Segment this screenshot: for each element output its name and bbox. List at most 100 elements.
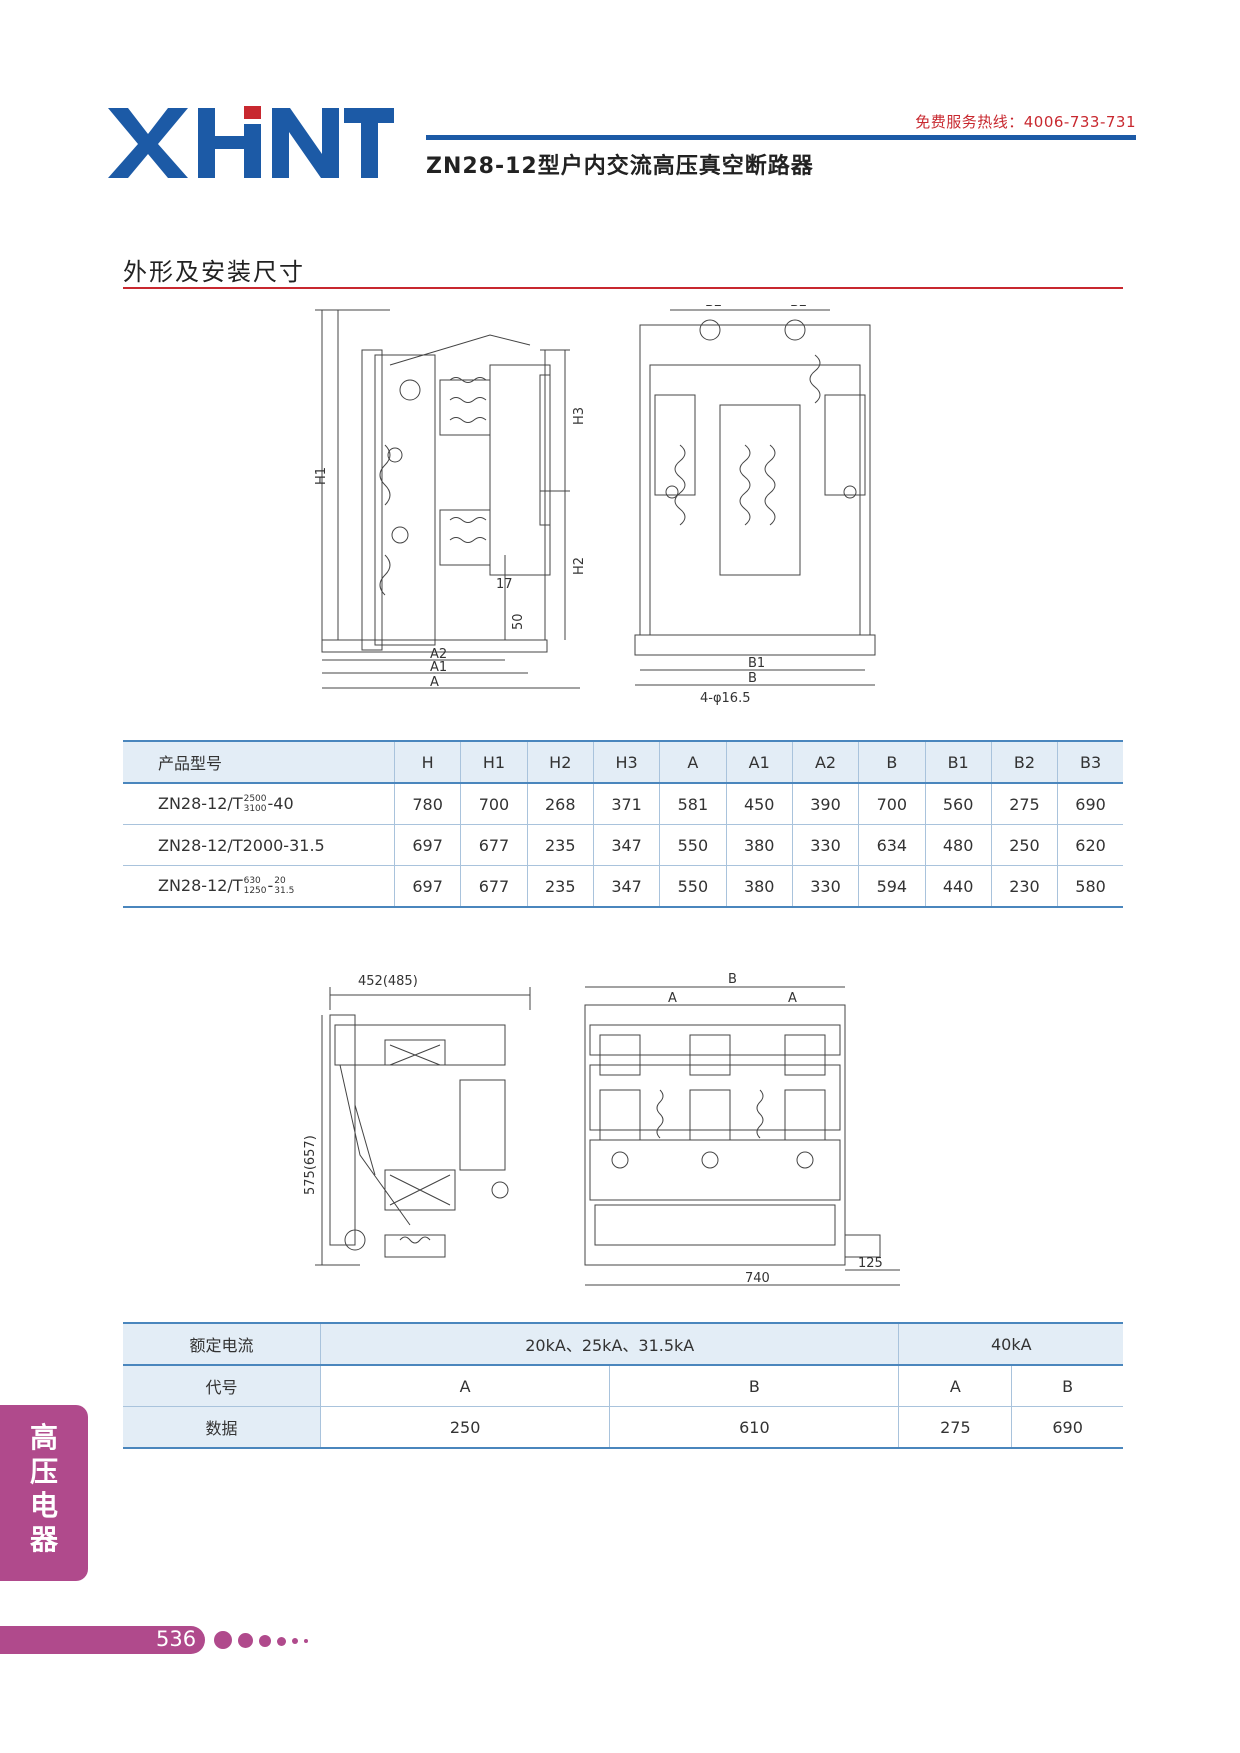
value-cell: 594	[858, 865, 925, 908]
table-row: 数据 250 610 275 690	[123, 1406, 1123, 1449]
value-cell: 677	[460, 865, 528, 908]
decorative-dot	[259, 1635, 271, 1647]
value-cell: 275	[990, 783, 1058, 825]
dim-label-height: 575(657)	[303, 1135, 318, 1195]
table-header-cell: H2	[526, 740, 594, 784]
dim-label-hole: 4-φ16.5	[700, 691, 750, 706]
value-cell: 450	[725, 783, 793, 825]
side-tab-char: 压	[29, 1455, 58, 1488]
service-hotline: 免费服务热线：4006-733-731	[915, 113, 1136, 131]
value-cell: 330	[791, 865, 859, 908]
value-cell: 380	[725, 824, 793, 866]
value-cell: 550	[659, 865, 727, 908]
value-cell: 440	[924, 865, 992, 908]
value-cell: 380	[725, 865, 793, 908]
dim-label-a2: A2	[430, 647, 447, 662]
table-row: 额定电流 20kA、25kA、31.5kA 40kA	[123, 1322, 1123, 1366]
value-cell: B	[609, 1365, 899, 1407]
value-cell: 250	[319, 1406, 610, 1449]
value-cell: 581	[659, 783, 727, 825]
decorative-dot	[238, 1633, 253, 1648]
value-cell: B	[1011, 1365, 1123, 1407]
value-cell: 690	[1057, 783, 1123, 825]
value-cell: 250	[990, 824, 1058, 866]
table-header-row: 产品型号 H H1 H2 H3 A A1 A2 B B1 B2 B3	[123, 740, 1123, 784]
dim-label-h3: H3	[572, 407, 587, 425]
table-row: 代号 A B A B	[123, 1365, 1123, 1407]
category-side-tab: 高 压 电 器	[0, 1405, 88, 1581]
value-cell: 550	[659, 824, 727, 866]
dim-label-b: B	[748, 671, 757, 686]
dim-label-a-right: A	[788, 991, 797, 1006]
table-header-cell: A	[659, 740, 727, 784]
value-cell: 697	[393, 824, 461, 866]
value-cell: 390	[791, 783, 859, 825]
row-label: 数据	[123, 1406, 321, 1449]
row-label: 额定电流	[123, 1322, 321, 1366]
dim-label-a-left: A	[668, 991, 677, 1006]
footer-bar	[0, 1626, 205, 1654]
value-cell: 480	[924, 824, 992, 866]
value-cell: 235	[526, 865, 594, 908]
value-cell: 634	[858, 824, 925, 866]
breaker-dimension-drawing-1: H H1 H3 H2 50 17 A2 A1 A B3 B2 B2 B1 B 4…	[300, 305, 940, 715]
dim-label-b2-right: B2	[790, 305, 807, 310]
table-header-cell: B1	[924, 740, 992, 784]
decorative-dot	[304, 1639, 308, 1643]
dim-label-h2: H2	[572, 557, 587, 575]
dim-label-50: 50	[511, 613, 526, 630]
table-header-cell: H3	[592, 740, 660, 784]
table-header-cell: 产品型号	[123, 740, 395, 784]
table-header-cell: H1	[460, 740, 528, 784]
table-header-cell: B	[858, 740, 925, 784]
xhnt-logo	[108, 106, 394, 178]
value-cell: 347	[592, 865, 660, 908]
dim-label-125: 125	[858, 1256, 883, 1271]
value-cell: 235	[526, 824, 594, 866]
group-header: 40kA	[898, 1322, 1123, 1366]
model-cell: ZN28-12/T2000-31.5	[123, 824, 395, 866]
header-rule	[426, 135, 1136, 140]
dim-label-b: B	[728, 972, 737, 987]
value-cell: 560	[924, 783, 992, 825]
document-title: ZN28-12型户内交流高压真空断路器	[426, 154, 814, 179]
section-title: 外形及安装尺寸	[123, 258, 305, 286]
dim-label-17: 17	[496, 577, 513, 592]
value-cell: 780	[393, 783, 461, 825]
value-cell: 690	[1011, 1406, 1123, 1449]
table-header-cell: B3	[1057, 740, 1123, 784]
decorative-dot	[214, 1631, 232, 1649]
dim-label-b2-left: B2	[705, 305, 722, 310]
table-row: ZN28-12/T2000-31.5 697 677 235 347 550 3…	[123, 824, 1123, 866]
table-header-cell: A1	[725, 740, 793, 784]
rated-current-table: 额定电流 20kA、25kA、31.5kA 40kA 代号 A B A B 数据…	[123, 1322, 1123, 1449]
dim-label-a: A	[430, 675, 439, 690]
section-rule	[123, 287, 1123, 289]
side-tab-char: 电	[29, 1489, 58, 1522]
value-cell: 620	[1057, 824, 1123, 866]
breaker-dimension-drawing-2: 452(485) 575(657) B A A 740 125	[300, 965, 950, 1305]
page-number: 536	[156, 1627, 197, 1651]
value-cell: A	[319, 1365, 610, 1407]
value-cell: 347	[592, 824, 660, 866]
value-cell: 700	[858, 783, 925, 825]
value-cell: 697	[393, 865, 461, 908]
dimension-table: 产品型号 H H1 H2 H3 A A1 A2 B B1 B2 B3 ZN28-…	[123, 740, 1123, 908]
dim-label-h: H	[300, 470, 304, 480]
dim-label-width: 452(485)	[358, 974, 418, 989]
dim-label-h1: H1	[314, 467, 329, 485]
decorative-dot	[277, 1637, 286, 1646]
table-header-cell: B2	[990, 740, 1058, 784]
value-cell: 268	[526, 783, 594, 825]
dim-label-740: 740	[745, 1271, 770, 1286]
row-label: 代号	[123, 1365, 321, 1407]
value-cell: 677	[460, 824, 528, 866]
dim-label-a1: A1	[430, 660, 447, 675]
dim-label-b1: B1	[748, 656, 765, 671]
decorative-dot	[292, 1638, 298, 1644]
value-cell: 230	[990, 865, 1058, 908]
table-header-cell: A2	[791, 740, 859, 784]
